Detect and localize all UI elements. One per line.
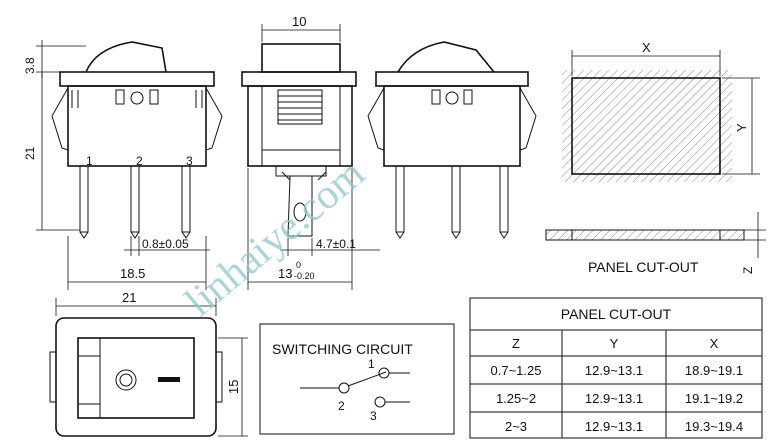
dim-18-5: 18.5 [120,266,145,281]
dim-21-side: 21 [23,146,37,160]
dim-15: 15 [226,380,241,394]
dim-z: Z [741,267,755,274]
pin-label: 3 [186,154,193,168]
dim-21-bottom: 21 [122,290,136,305]
table-cell: 19.3~19.4 [685,419,743,434]
dim-10: 10 [292,14,306,29]
pin-label: 1 [86,154,93,168]
circuit-title: SWITCHING CIRCUIT [272,341,413,357]
panel-cutout-label: PANEL CUT-OUT [588,259,699,275]
table-cell: 0.7~1.25 [491,363,542,378]
table-cell: 18.9~19.1 [685,363,743,378]
side-view-left: 1 2 3 3.8 21 18.5 0.8±0.05 [23,40,223,290]
table-header-z: Z [512,336,520,351]
front-view-center: 10 4.7±0.1 13 0 -0.20 [241,14,380,290]
table-cell: 12.9~13.1 [585,419,643,434]
dim-y: Y [734,123,749,132]
dim-13-tol-down: -0.20 [294,271,315,281]
table-cell: 19.1~19.2 [685,391,743,406]
table-title: PANEL CUT-OUT [561,306,672,322]
dim-13-tol-up: 0 [296,260,301,270]
dim-13: 13 [278,266,292,281]
table-cell: 12.9~13.1 [585,391,643,406]
dim-0-8: 0.8±0.05 [142,237,189,251]
table-cell: 2~3 [505,419,527,434]
table-cell: 1.25~2 [496,391,536,406]
pin-label: 2 [136,154,143,168]
dim-4-7: 4.7±0.1 [316,237,356,251]
panel-cutout-table: PANEL CUT-OUT Z Y X 0.7~1.25 12.9~13.1 1… [469,297,763,439]
panel-cutout-drawing: X Y Z PANEL CUT-OUT [545,40,766,275]
circuit-terminal: 3 [370,409,377,423]
top-view: 21 15 [49,290,248,437]
table-cell: 12.9~13.1 [585,363,643,378]
switching-circuit: SWITCHING CIRCUIT 1 2 3 [259,323,455,435]
circuit-terminal: 2 [338,399,345,413]
table-header-y: Y [610,336,619,351]
side-view-right [367,41,537,239]
dim-3-8: 3.8 [23,57,37,74]
circuit-terminal: 1 [368,357,375,371]
table-header-x: X [710,336,719,351]
dim-x: X [642,40,651,55]
